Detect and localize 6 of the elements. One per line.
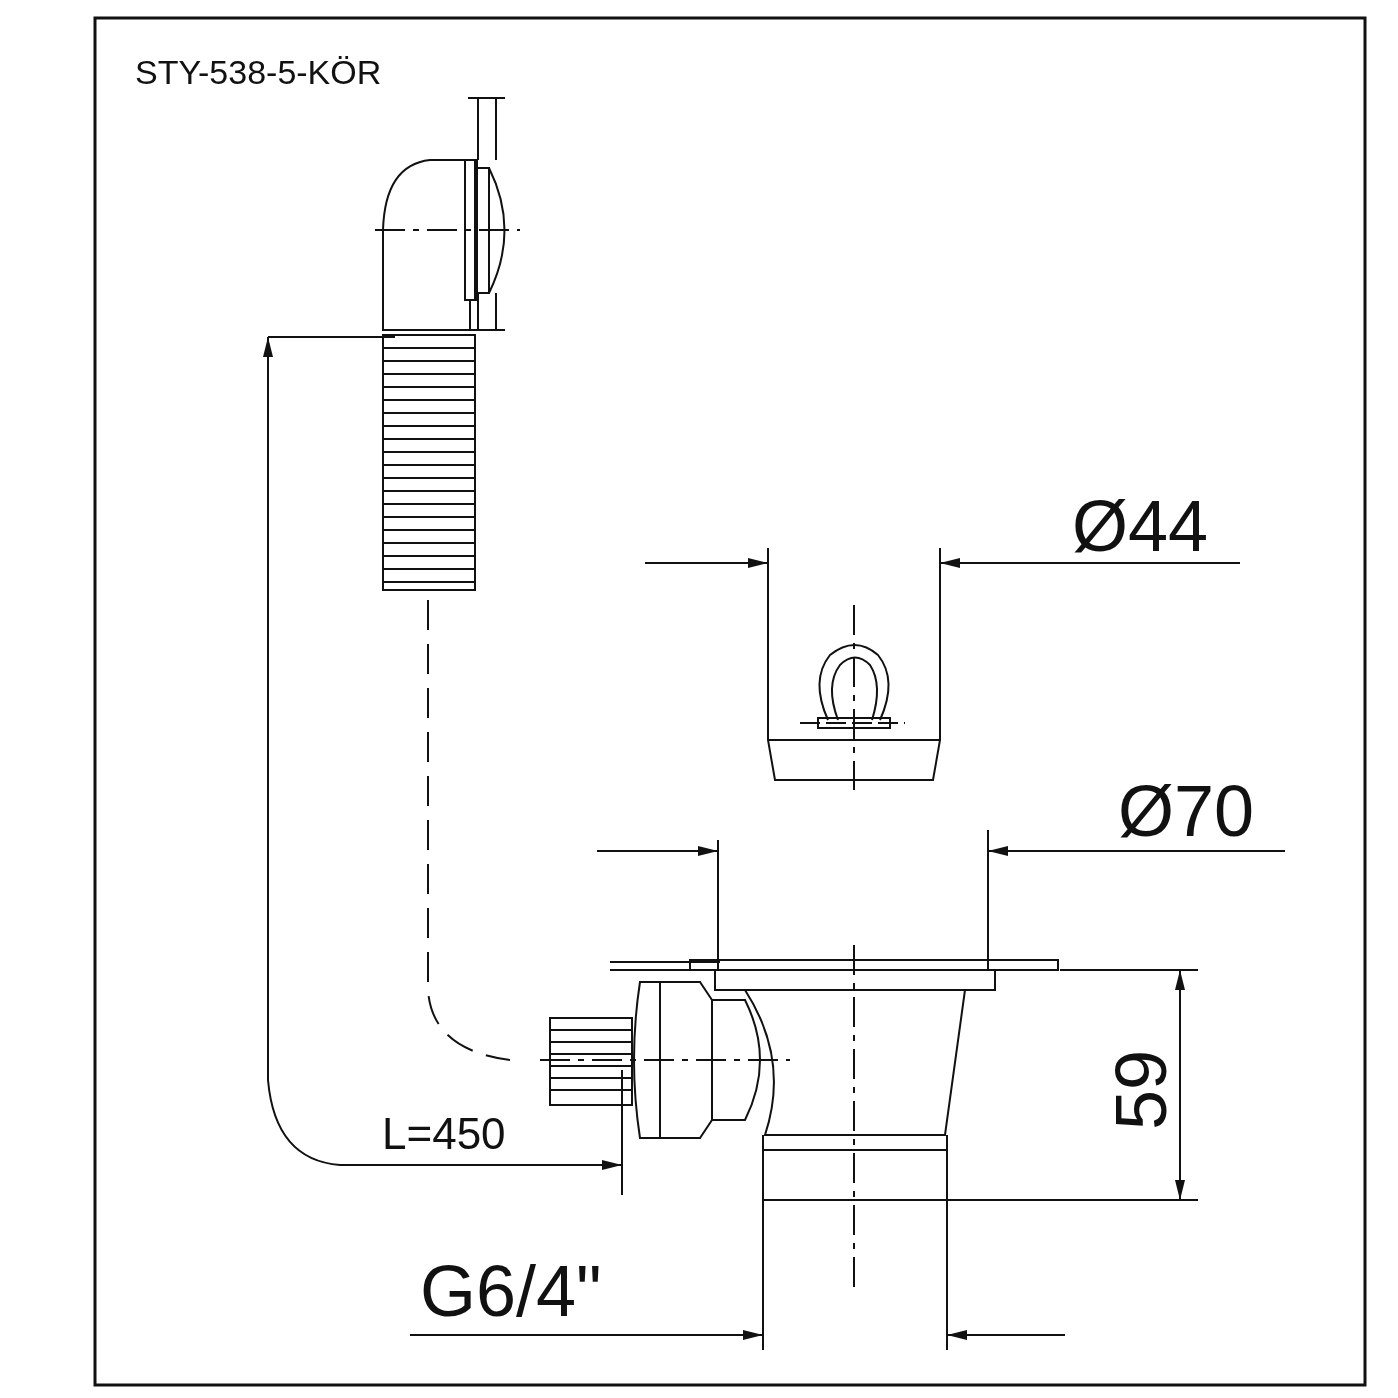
dimension-label: Ø44	[1072, 490, 1209, 562]
dimension-label: L=450	[382, 1112, 506, 1156]
dimension-label: Ø70	[1118, 775, 1255, 847]
dimension-label: G6/4"	[420, 1255, 602, 1327]
dimension-label: 59	[1105, 1049, 1177, 1130]
model-code: STY-538-5-KÖR	[135, 55, 382, 89]
